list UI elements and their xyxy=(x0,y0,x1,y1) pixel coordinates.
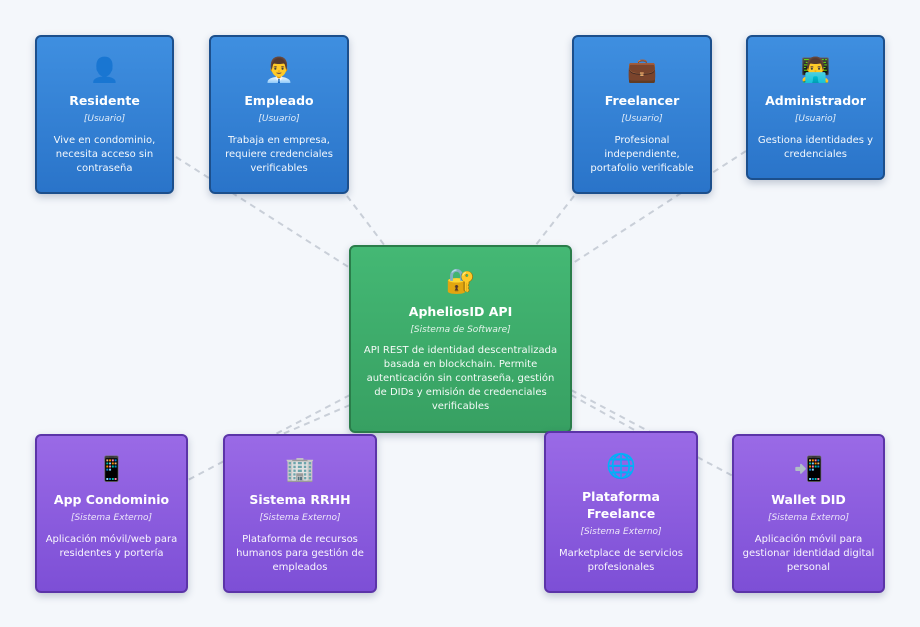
node-title: Residente xyxy=(69,93,140,108)
node-title: Freelancer xyxy=(604,93,680,108)
node-title: App Condominio xyxy=(53,492,170,507)
node-type: [Usuario] xyxy=(258,114,300,124)
office-worker-icon: 👨‍💼 xyxy=(264,56,294,84)
node-empleado[interactable]: 👨‍💼 Empleado [Usuario] Trabaja en empres… xyxy=(209,35,349,194)
link-freelancer-api xyxy=(534,195,575,247)
link-api-freelance xyxy=(570,394,641,434)
node-title: Empleado xyxy=(244,93,314,108)
lock-with-key-icon: 🔐 xyxy=(445,267,476,295)
globe-icon: 🌐 xyxy=(606,452,636,480)
link-empleado-api xyxy=(346,195,386,247)
node-type: [Usuario] xyxy=(794,114,837,124)
node-apheliosid-api[interactable]: 🔐 ApheliosID API [Sistema de Software] A… xyxy=(349,245,572,433)
node-description: Aplicación móvil para gestionar identida… xyxy=(742,534,875,573)
link-api-rrhh xyxy=(277,404,351,437)
node-description: Plataforma de recursos humanos para gest… xyxy=(236,534,364,573)
user-icon: 👤 xyxy=(89,56,120,84)
node-description: Aplicación móvil/web para residentes y p… xyxy=(45,534,178,559)
node-type: [Sistema Externo] xyxy=(767,513,850,523)
node-app-condominio[interactable]: 📱 App Condominio [Sistema Externo] Aplic… xyxy=(35,434,188,593)
technologist-icon: 👨‍💻 xyxy=(800,56,831,84)
briefcase-icon: 💼 xyxy=(627,56,657,84)
node-plataforma-freelance[interactable]: 🌐 Plataforma Freelance [Sistema Externo]… xyxy=(544,431,698,593)
node-description: API REST de identidad descentralizada ba… xyxy=(363,345,558,412)
link-administrador-api xyxy=(569,150,747,266)
link-residente-api xyxy=(175,156,351,269)
node-type: [Usuario] xyxy=(83,114,126,124)
mobile-phone-icon: 📱 xyxy=(96,455,127,483)
node-title: Wallet DID xyxy=(771,492,846,507)
node-description: Marketplace de servicios profesionales xyxy=(559,548,683,573)
node-description: Profesional independiente, portafolio ve… xyxy=(590,135,694,174)
node-wallet-did[interactable]: 📲 Wallet DID [Sistema Externo] Aplicació… xyxy=(732,434,885,593)
node-sistema-rrhh[interactable]: 🏢 Sistema RRHH [Sistema Externo] Platafo… xyxy=(223,434,377,593)
node-description: Gestiona identidades y credenciales xyxy=(757,135,874,160)
node-title: Plataforma Freelance xyxy=(582,489,660,521)
node-description: Trabaja en empresa, requiere credenciale… xyxy=(225,135,333,174)
node-residente[interactable]: 👤 Residente [Usuario] Vive en condominio… xyxy=(35,35,174,194)
office-building-icon: 🏢 xyxy=(285,455,315,483)
node-freelancer[interactable]: 💼 Freelancer [Usuario] Profesional indep… xyxy=(572,35,712,194)
node-title: ApheliosID API xyxy=(408,304,513,319)
node-administrador[interactable]: 👨‍💻 Administrador [Usuario] Gestiona ide… xyxy=(746,35,885,180)
node-type: [Sistema Externo] xyxy=(580,527,662,537)
node-description: Vive en condominio, necesita acceso sin … xyxy=(53,135,156,174)
node-type: [Sistema Externo] xyxy=(259,513,341,523)
node-type: [Usuario] xyxy=(621,114,663,124)
node-type: [Sistema Externo] xyxy=(70,513,153,523)
mobile-phone-arrow-icon: 📲 xyxy=(793,455,824,483)
node-title: Administrador xyxy=(765,93,866,108)
node-title: Sistema RRHH xyxy=(249,492,351,507)
node-type: [Sistema de Software] xyxy=(410,325,511,335)
